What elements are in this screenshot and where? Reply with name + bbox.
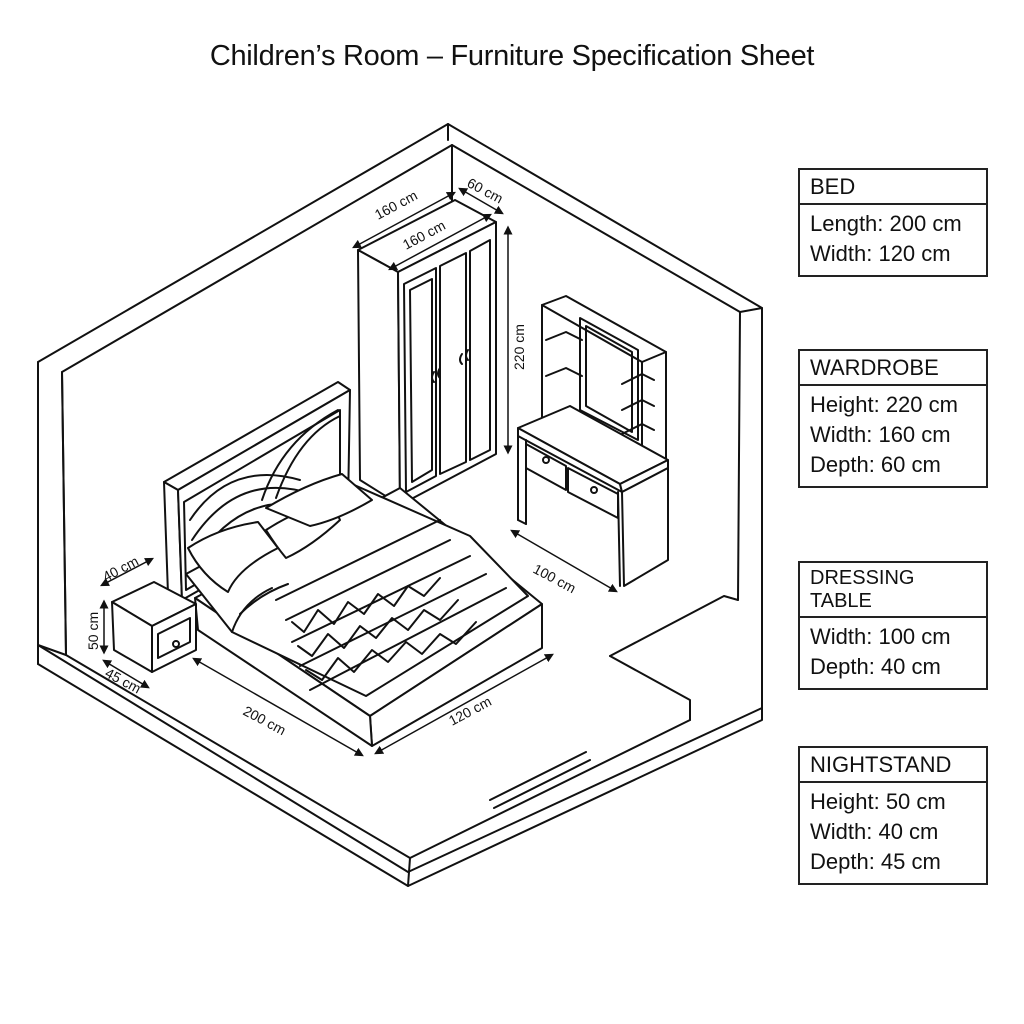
dim-line-bed-width	[374, 653, 554, 755]
dim-wardrobe-width-outer: 160 cm	[372, 187, 420, 223]
room-walls	[37, 123, 763, 887]
dim-line-nightstand-width	[100, 557, 154, 587]
spec-line: Height: 50 cm	[810, 789, 946, 814]
spec-card-bed: BED Length: 200 cm Width: 120 cm	[798, 168, 988, 277]
dim-line-dressing-table-width	[510, 529, 618, 593]
nightstand	[111, 581, 197, 673]
dressing-table	[517, 295, 669, 587]
spec-card-nightstand: NIGHTSTAND Height: 50 cm Width: 40 cm De…	[798, 746, 988, 885]
dim-wardrobe-height: 220 cm	[511, 324, 527, 370]
spec-line: Width: 120 cm	[810, 241, 951, 266]
spec-heading: DRESSING TABLE	[800, 563, 986, 618]
dim-line-nightstand-depth	[102, 659, 150, 689]
spec-line: Depth: 40 cm	[810, 654, 941, 679]
spec-line: Width: 160 cm	[810, 422, 951, 447]
dim-line-wardrobe-width-inner	[388, 213, 492, 271]
spec-heading: NIGHTSTAND	[800, 748, 986, 783]
wardrobe	[357, 199, 497, 506]
dim-nightstand-width: 40 cm	[100, 553, 141, 585]
dim-line-wardrobe-depth	[458, 187, 504, 215]
spec-heading: WARDROBE	[800, 351, 986, 386]
dim-line-bed-length	[192, 657, 364, 757]
spec-line: Depth: 45 cm	[810, 849, 941, 874]
spec-line: Width: 100 cm	[810, 624, 951, 649]
dim-nightstand-height: 50 cm	[85, 612, 101, 650]
dim-wardrobe-depth: 60 cm	[465, 175, 506, 207]
spec-line: Length: 200 cm	[810, 211, 962, 236]
spec-card-dressing-table: DRESSING TABLE Width: 100 cm Depth: 40 c…	[798, 561, 988, 690]
spec-line: Height: 220 cm	[810, 392, 958, 417]
spec-card-wardrobe: WARDROBE Height: 220 cm Width: 160 cm De…	[798, 349, 988, 488]
page-title: Children’s Room – Furniture Specificatio…	[209, 40, 815, 72]
dim-nightstand-depth: 45 cm	[103, 665, 144, 697]
spec-line: Depth: 60 cm	[810, 452, 941, 477]
spec-heading: BED	[800, 170, 986, 205]
dim-bed-length: 200 cm	[241, 703, 289, 739]
spec-line: Width: 40 cm	[810, 819, 939, 844]
